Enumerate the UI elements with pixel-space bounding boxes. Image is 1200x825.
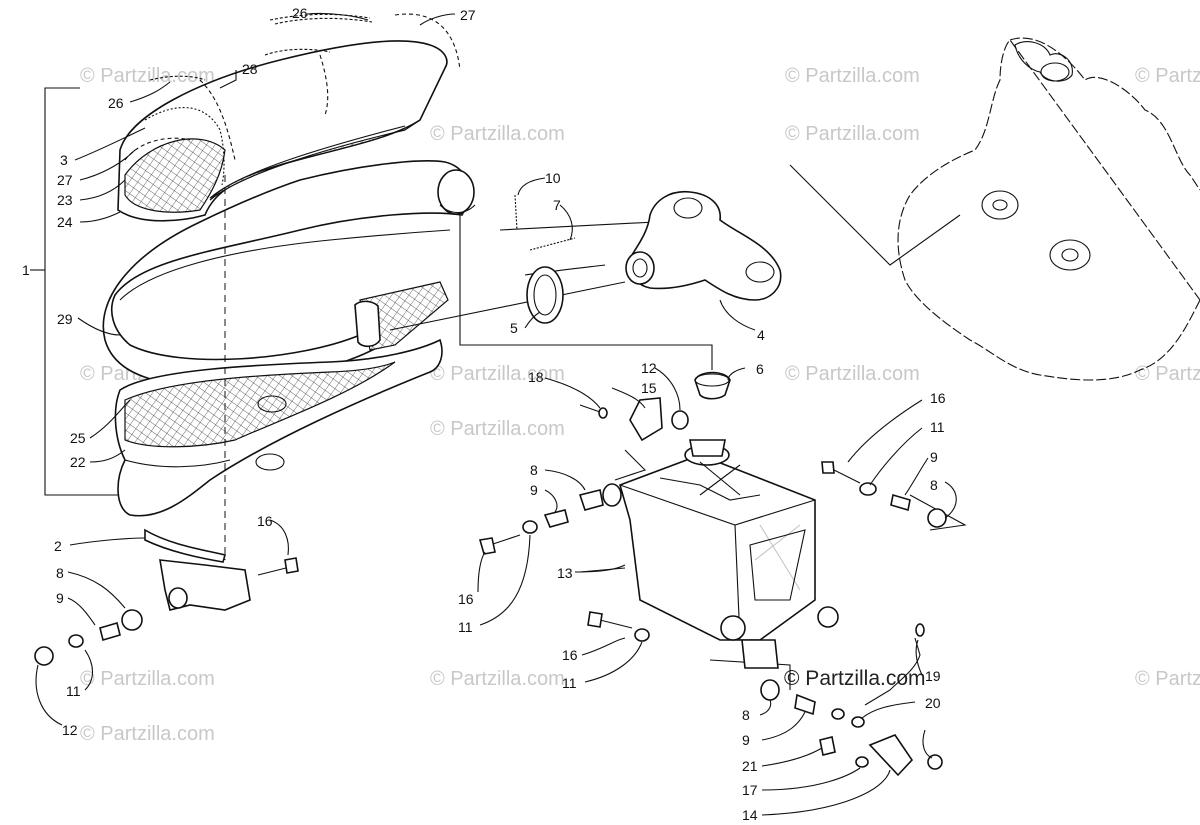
callout-2: 2 [54, 538, 62, 554]
callout-6: 6 [756, 361, 764, 377]
callout-12-left: 12 [62, 722, 78, 738]
silencer-part [602, 439, 839, 669]
callout-13: 13 [557, 565, 573, 581]
callout-17: 17 [742, 782, 758, 798]
callout-4: 4 [757, 327, 765, 343]
callout-8-center: 8 [530, 462, 538, 478]
manifold-part [625, 190, 782, 301]
svg-text:© Partzilla.com: © Partzilla.com [80, 668, 215, 690]
callout-29: 29 [57, 311, 73, 327]
callout-11-left: 11 [66, 683, 81, 699]
callout-25: 25 [70, 430, 86, 446]
watermark-strong: © Partzilla.com [784, 667, 926, 690]
svg-text:© Partzilla.com: © Partzilla.com [785, 363, 920, 385]
callout-26-left: 26 [108, 95, 124, 111]
callout-28: 28 [242, 61, 258, 77]
callout-9-right: 9 [930, 449, 938, 465]
svg-text:© Partzilla.com: © Partzilla.com [430, 418, 565, 440]
svg-text:© Partzilla.com: © Partzilla.com [1135, 668, 1200, 690]
callout-5: 5 [510, 320, 518, 336]
callout-8-left: 8 [56, 565, 64, 581]
callout-1: 1 [22, 262, 30, 278]
callout-8-right: 8 [930, 477, 938, 493]
svg-text:© Partzilla.com: © Partzilla.com [430, 123, 565, 145]
small-hardware [478, 397, 947, 777]
grommet [694, 371, 731, 400]
svg-text:© Partzilla.com: © Partzilla.com [430, 668, 565, 690]
leader-lines [35, 12, 957, 816]
callout-16-left: 16 [257, 513, 273, 529]
svg-text:© Partzilla.com: © Partzilla.com [785, 65, 920, 87]
callout-16-center: 16 [458, 591, 474, 607]
svg-text:© Partzilla.com: © Partzilla.com [785, 123, 920, 145]
svg-text:© Partzilla.com: © Partzilla.com [1135, 363, 1200, 385]
callout-21: 21 [742, 758, 758, 774]
callout-19: 19 [925, 668, 941, 684]
callout-11-center: 11 [458, 619, 473, 635]
seal-ring [526, 266, 564, 324]
svg-text:© Partzilla.com: © Partzilla.com [80, 723, 215, 745]
callout-12-center: 12 [641, 360, 657, 376]
callout-26-top: 26 [292, 5, 308, 21]
callout-8-bottom: 8 [742, 707, 750, 723]
callout-23: 23 [57, 192, 73, 208]
svg-text:© Partzilla.com: © Partzilla.com [430, 363, 565, 385]
springs [514, 194, 576, 251]
callout-9-center: 9 [530, 482, 538, 498]
callout-11-right: 11 [930, 419, 945, 435]
callout-16-bottom: 16 [562, 647, 578, 663]
svg-text:© Partzilla.com: © Partzilla.com [80, 65, 215, 87]
callout-15: 15 [641, 380, 657, 396]
callout-18: 18 [528, 369, 544, 385]
callout-7: 7 [553, 197, 561, 213]
callout-27-left: 27 [57, 172, 73, 188]
callout-9-bottom: 9 [742, 732, 750, 748]
alignment-lines [224, 164, 967, 690]
hanger-bracket [34, 528, 299, 666]
callout-10: 10 [545, 170, 561, 186]
callout-3: 3 [60, 152, 68, 168]
callout-11-bottom: 11 [562, 675, 577, 691]
callout-labels: 1 2 3 4 5 6 7 8 8 8 8 9 9 9 9 10 11 11 1… [22, 5, 946, 823]
engine-outline [897, 37, 1200, 381]
callout-14: 14 [742, 807, 758, 823]
exhaust-pipe-assembly [102, 13, 476, 517]
svg-text:© Partzilla.com: © Partzilla.com [1135, 65, 1200, 87]
callout-22: 22 [70, 454, 86, 470]
callout-24: 24 [57, 214, 73, 230]
assembly-bracket [30, 87, 120, 496]
callout-27-top: 27 [460, 7, 476, 23]
callout-16-right: 16 [930, 390, 946, 406]
callout-20: 20 [925, 695, 941, 711]
callout-9-left: 9 [56, 590, 64, 606]
watermark-layer: © Partzilla.com © Partzilla.com © Partzi… [80, 65, 1200, 745]
